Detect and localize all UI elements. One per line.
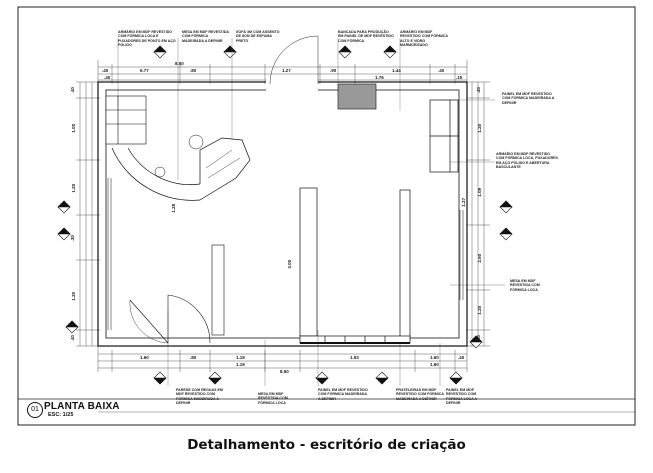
dim-left-4: 1.20	[71, 291, 77, 301]
section-marker-bottom-c	[315, 371, 329, 385]
dim-right-3: 2.60	[477, 253, 483, 263]
central-table	[299, 187, 411, 341]
dim-right-5: .40	[475, 335, 481, 342]
dim-left-0: .40	[69, 87, 75, 94]
dim-top2-1: 1.76	[375, 75, 384, 80]
dim-bottom-2: 1.19	[236, 355, 245, 360]
dim-left-2: 1.20	[71, 183, 77, 193]
dim-top2-2: .15	[456, 75, 463, 80]
dim-bottom-1: .80	[190, 355, 197, 360]
drawing-title: PLANTA BAIXA	[44, 401, 120, 412]
section-marker-bottom-e	[449, 371, 463, 385]
note-desk-top: MESA EM MDF REVESTIDA COM FÓRMICA MADEIR…	[182, 30, 229, 43]
section-marker-right-a	[499, 200, 513, 214]
dim-left-1: 1.00	[71, 123, 77, 133]
note-table-bottom: MESA EM MDF REVESTIDA COM FÓRMICA LOCA	[258, 392, 288, 405]
bottom-shelving	[299, 335, 411, 344]
note-wall-slats: PAREDE COM RÉGUAS EM MDF REVESTIDO COM F…	[176, 388, 223, 406]
drawing-number: 01	[27, 402, 43, 418]
leader-lines	[117, 38, 505, 386]
note-sofa: SOFÁ 3M COM ASSENTO DE 8CM DE ESPUMA PRE…	[236, 30, 280, 43]
note-cabinet-top-right: ARMÁRIO EM MDF REVESTIDO COM FÓRMICA ALT…	[400, 30, 448, 48]
note-cabinet-top-left: ARMÁRIO EM MDF REVESTIDO COM FÓRMICA LOC…	[118, 30, 176, 48]
dim-bottom-overall: 8.50	[280, 369, 289, 374]
dim-right-1: 1.20	[477, 123, 483, 133]
dim-right-0: .40	[475, 87, 481, 94]
walls	[97, 81, 468, 347]
note-table-right: MESA EM MDF REVESTIDA COM FÓRMICA LOCA	[510, 279, 540, 292]
left-wall-panel	[107, 178, 112, 330]
section-marker-right-c	[469, 335, 483, 349]
section-marker-right-b	[499, 227, 513, 241]
section-marker-left-a	[57, 200, 71, 214]
dim-bottom2-0: 1.19	[236, 362, 245, 367]
note-panel-bottom: PAINEL EM MDF REVESTIDO COM FÓRMICA MADE…	[318, 388, 368, 401]
page-caption: Detalhamento - escritório de criação	[187, 437, 466, 453]
dim-top-1: 6.77	[140, 68, 149, 73]
bottom-dimension-lines	[97, 345, 468, 372]
section-marker-left-b	[57, 227, 71, 241]
cabinet-right	[429, 99, 459, 173]
right-dimension-lines	[466, 81, 490, 347]
dim-interior-1: 1.28	[171, 203, 177, 213]
section-marker-top-c	[338, 45, 352, 59]
sheet-border	[17, 6, 636, 426]
curved-desk	[111, 134, 251, 201]
note-panel-bottom-right: PAINEL EM MDF REVESTIDO COM FÓRMICA LOCA…	[446, 388, 478, 406]
dim-bottom-5: .40	[458, 355, 465, 360]
dim-left-3: .30	[69, 235, 75, 242]
section-markers	[57, 45, 513, 385]
dim-top-5: 1.44	[392, 68, 401, 73]
section-marker-bottom-b	[208, 371, 222, 385]
production-counter	[337, 83, 377, 110]
section-marker-bottom-d	[375, 371, 389, 385]
dim-top-4: .90	[330, 68, 337, 73]
dim-interior-2: 1.27	[461, 197, 467, 207]
drawing-scale: ESC: 1/25	[48, 412, 74, 418]
section-marker-bottom-a	[153, 371, 167, 385]
dim-top2-0: .40	[104, 75, 111, 80]
entrance-door	[266, 35, 319, 93]
dim-top-2: .80	[190, 68, 197, 73]
top-dimension-lines	[97, 60, 468, 95]
note-counter: BANCADA PARA PRODUÇÃO EM PAINEL DE MDF R…	[338, 30, 394, 43]
section-marker-top-a	[153, 45, 167, 59]
cabinet-top-left	[105, 95, 147, 145]
dim-top-0: .40	[102, 68, 109, 73]
section-marker-left-c	[65, 320, 79, 334]
dim-bottom-4: 1.60	[430, 355, 439, 360]
note-shelves: PRATELEIRAS EM MDF REVESTIDO COM FÓRMICA…	[396, 388, 444, 401]
section-marker-top-d	[383, 45, 397, 59]
dim-right-4: 1.20	[477, 305, 483, 315]
desk-bottom-left	[129, 244, 225, 344]
dim-bottom2-1: 1.60	[430, 362, 439, 367]
dim-bottom-0: 1.60	[140, 355, 149, 360]
dim-top-overall: 8.50	[175, 61, 184, 66]
left-dimension-lines	[76, 81, 100, 347]
note-cabinet-right: ARMÁRIO EM MDF REVESTIDO COM FÓRMICA LOC…	[496, 152, 558, 170]
dim-bottom-3: 1.93	[350, 355, 359, 360]
dim-top-3: 1.27	[282, 68, 291, 73]
dim-right-2: 1.09	[477, 187, 483, 197]
section-marker-top-b	[223, 45, 237, 59]
dim-left-5: .40	[69, 335, 75, 342]
note-panel-right: PAINEL EM MDF REVESTIDO COM FÓRMICA MADE…	[502, 92, 555, 105]
dim-top-6: .40	[438, 68, 445, 73]
dim-interior-0: 3.00	[287, 259, 293, 269]
right-wall-panel	[459, 210, 464, 300]
